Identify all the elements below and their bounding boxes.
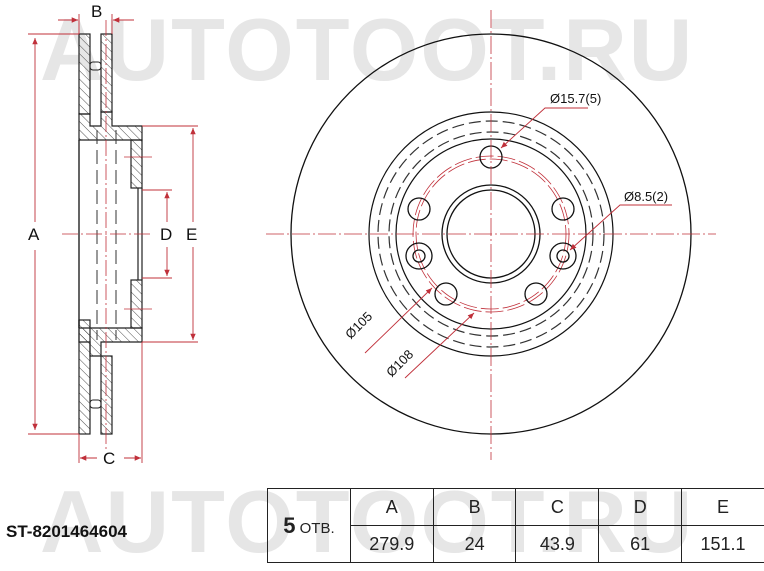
header-b: B xyxy=(433,489,516,526)
dimension-label-a: A xyxy=(28,226,39,243)
spec-table: 5 ОТВ. A B C D E 279.9 24 43.9 61 151.1 xyxy=(267,488,764,563)
holes-unit: ОТВ. xyxy=(300,520,335,537)
holes-cell: 5 ОТВ. xyxy=(268,489,351,563)
value-d: 61 xyxy=(599,526,682,563)
value-e: 151.1 xyxy=(682,526,764,563)
callout-hole-small: Ø8.5(2) xyxy=(624,190,668,203)
header-d: D xyxy=(599,489,682,526)
dimension-label-d: D xyxy=(160,226,172,243)
dimension-label-c: C xyxy=(103,450,115,467)
part-number: ST-8201464604 xyxy=(6,522,127,542)
spec-header-row: 5 ОТВ. A B C D E xyxy=(268,489,764,526)
dimension-label-b: B xyxy=(91,3,102,20)
value-c: 43.9 xyxy=(516,526,599,563)
value-b: 24 xyxy=(433,526,516,563)
side-section-view xyxy=(28,14,198,463)
header-c: C xyxy=(516,489,599,526)
value-a: 279.9 xyxy=(350,526,433,563)
front-face-view xyxy=(266,10,716,460)
header-e: E xyxy=(682,489,764,526)
holes-count: 5 xyxy=(283,513,295,538)
dimension-label-e: E xyxy=(186,226,197,243)
header-a: A xyxy=(350,489,433,526)
callout-hole-large: Ø15.7(5) xyxy=(550,92,601,105)
